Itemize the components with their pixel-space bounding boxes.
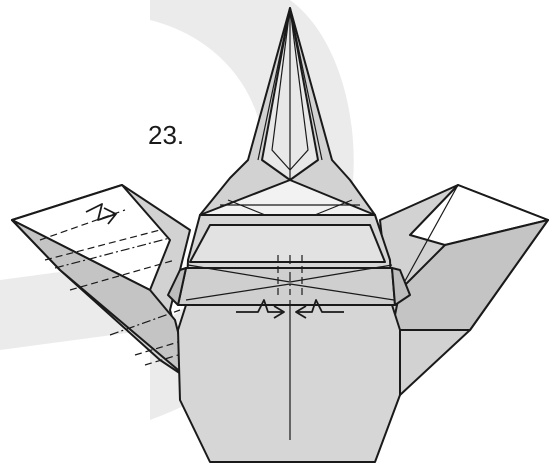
step-number: 23.	[148, 120, 184, 151]
main-body	[168, 215, 410, 462]
